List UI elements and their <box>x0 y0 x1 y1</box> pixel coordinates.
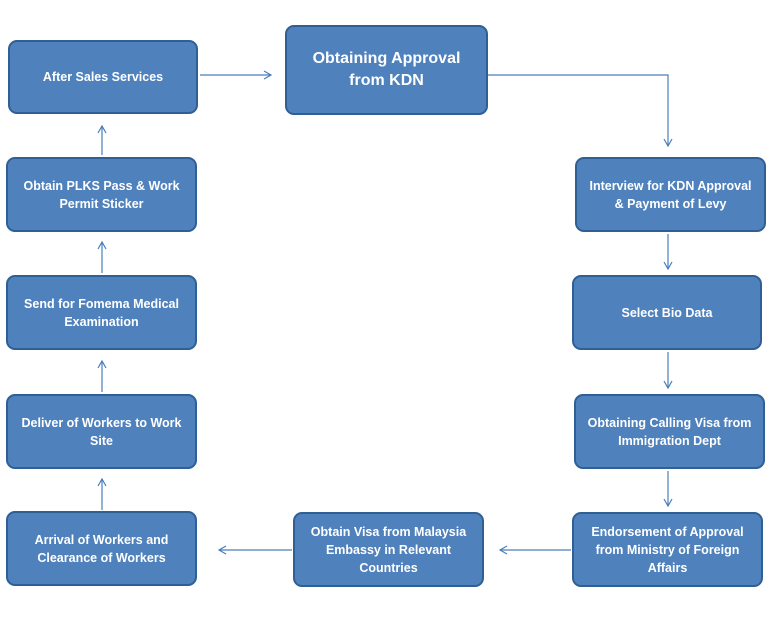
step-arrival-clearance: Arrival of Workers and Clearance of Work… <box>6 511 197 586</box>
step-fomema-medical: Send for Fomema Medical Examination <box>6 275 197 350</box>
step-label: Obtaining Calling Visa from Immigration … <box>587 415 752 448</box>
step-select-bio-data: Select Bio Data <box>572 275 762 350</box>
step-calling-visa: Obtaining Calling Visa from Immigration … <box>574 394 765 469</box>
step-after-sales-services: After Sales Services <box>8 40 198 114</box>
step-label: Endorsement of Approval from Ministry of… <box>591 524 744 575</box>
step-obtain-visa-embassy: Obtain Visa from Malaysia Embassy in Rel… <box>293 512 484 587</box>
step-label: Interview for KDN Approval & Payment of … <box>589 178 752 211</box>
step-interview-kdn: Interview for KDN Approval & Payment of … <box>575 157 766 232</box>
step-endorsement-approval: Endorsement of Approval from Ministry of… <box>572 512 763 587</box>
step-deliver-workers: Deliver of Workers to Work Site <box>6 394 197 469</box>
step-label: Obtain Visa from Malaysia Embassy in Rel… <box>310 524 467 575</box>
arrow-kdn-to-interview <box>488 74 673 148</box>
step-label: Obtaining Approval from KDN <box>312 50 461 89</box>
step-label: Obtain PLKS Pass & Work Permit Sticker <box>23 178 180 211</box>
step-label: Deliver of Workers to Work Site <box>21 415 182 448</box>
step-label: Select Bio Data <box>621 305 713 320</box>
step-label: Arrival of Workers and Clearance of Work… <box>34 532 169 565</box>
step-obtain-plks-pass: Obtain PLKS Pass & Work Permit Sticker <box>6 157 197 232</box>
step-label: After Sales Services <box>42 70 164 84</box>
step-obtaining-approval-kdn: Obtaining Approval from KDN <box>285 25 488 115</box>
step-label: Send for Fomema Medical Examination <box>24 296 179 329</box>
